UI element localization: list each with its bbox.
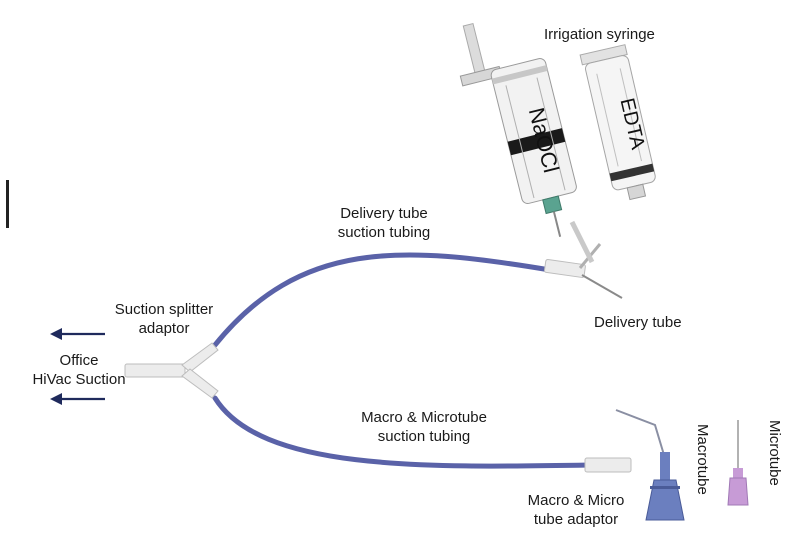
suction-splitter-line1: Suction splitter <box>114 301 214 318</box>
suction-splitter-label: Suction splitter adaptor <box>100 300 228 338</box>
edta-syringe <box>579 44 656 201</box>
suction-splitter-adaptor <box>124 342 219 399</box>
office-hivac-line2: HiVac Suction <box>32 371 126 388</box>
delivery-suction-tubing <box>212 252 553 348</box>
macro-micro-tube-adaptor <box>584 457 632 473</box>
macro-micro-adaptor-line1: Macro & Micro <box>527 492 625 509</box>
macrotube-label: Macrotube <box>694 424 711 495</box>
delivery-tube-label: Delivery tube <box>594 314 682 331</box>
irrigation-syringe-label: Irrigation syringe <box>544 26 655 43</box>
office-hivac-line1: Office <box>59 352 99 369</box>
macro-micro-suction-tubing <box>212 395 593 469</box>
macro-micro-adaptor-label: Macro & Micro tube adaptor <box>512 491 640 529</box>
microtube-label: Microtube <box>766 420 783 486</box>
office-hivac-label: Office HiVac Suction <box>28 351 130 389</box>
suction-splitter-line2: adaptor <box>138 320 190 337</box>
delivery-tube-suction-tubing-label: Delivery tube suction tubing <box>318 204 450 242</box>
hivac-arrow-lower <box>50 393 105 405</box>
macro-micro-tubing-line1: Macro & Microtube <box>361 409 487 426</box>
left-edge-bar <box>6 180 9 228</box>
hivac-arrow-upper <box>50 328 105 340</box>
macro-micro-adaptor-line2: tube adaptor <box>533 511 619 528</box>
macro-micro-tubing-line2: suction tubing <box>377 428 471 445</box>
delivery-tube-connector <box>543 220 623 299</box>
microtube <box>727 420 749 506</box>
delivery-tube-suction-tubing-line1: Delivery tube <box>340 205 428 222</box>
macro-micro-tubing-label: Macro & Microtube suction tubing <box>348 408 500 446</box>
macrotube <box>615 409 685 521</box>
naocl-syringe <box>459 22 577 238</box>
delivery-tube-suction-tubing-line2: suction tubing <box>337 224 431 241</box>
